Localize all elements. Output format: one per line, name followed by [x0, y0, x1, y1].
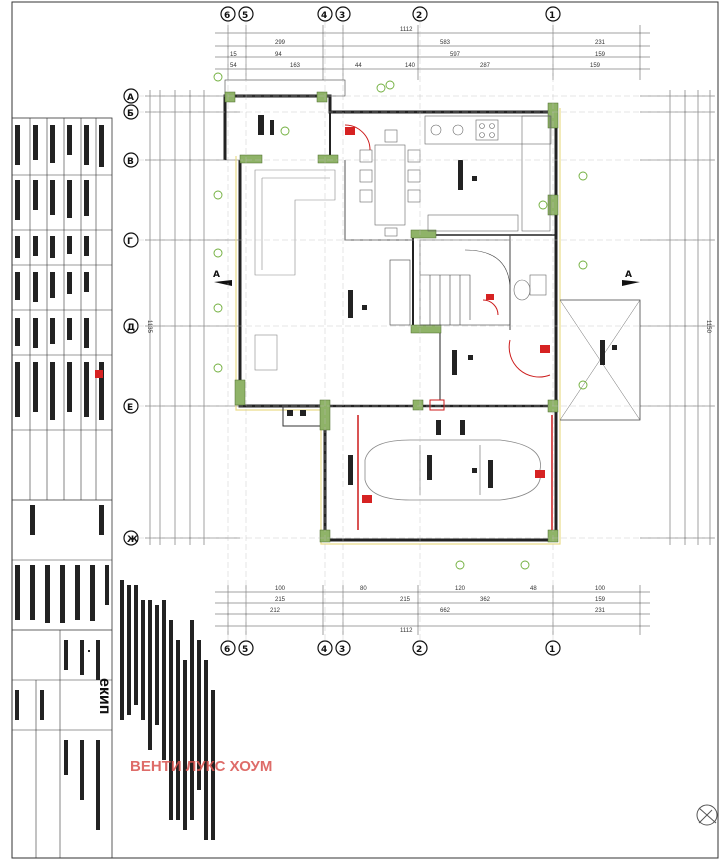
svg-text:159: 159: [595, 52, 606, 58]
dining-table: [359, 129, 421, 237]
svg-text:2: 2: [416, 645, 422, 655]
svg-text:100: 100: [275, 586, 286, 592]
svg-text:215: 215: [400, 597, 411, 603]
bottom-dimensions: [215, 585, 650, 635]
left-axis-markers: [123, 88, 139, 546]
company-logo: екип: [96, 678, 113, 714]
svg-text:94: 94: [275, 52, 282, 58]
svg-text:597: 597: [450, 52, 461, 58]
section-marker-left: А: [213, 270, 232, 286]
room-labels: [258, 115, 617, 488]
svg-text:159: 159: [590, 63, 601, 69]
svg-text:212: 212: [270, 608, 281, 614]
top-total-dim: 1112: [400, 27, 413, 33]
window-tags: [213, 72, 588, 570]
left-axis-labels: А Б В Г Д Е Ж: [127, 93, 138, 545]
svg-text:362: 362: [480, 597, 491, 603]
svg-text:583: 583: [440, 40, 451, 46]
sheet-border: [11, 1, 719, 859]
right-total-dim: 1150: [705, 320, 711, 334]
svg-text:4: 4: [321, 11, 327, 21]
red-markers: [95, 127, 550, 503]
svg-text:А: А: [213, 270, 220, 280]
bottom-total-dim: 1112: [400, 628, 413, 634]
sofa: [254, 169, 336, 371]
svg-text:163: 163: [290, 63, 301, 69]
watermark-text: ВЕНТИ ЛУКС ХОУМ: [130, 758, 272, 775]
svg-text:80: 80: [360, 586, 367, 592]
svg-text:44: 44: [355, 63, 362, 69]
svg-text:6: 6: [224, 645, 230, 655]
svg-text:Ж: Ж: [127, 535, 138, 545]
svg-text:3: 3: [339, 645, 345, 655]
section-marker-right: А: [622, 270, 640, 286]
bottom-axis-markers: [220, 640, 561, 656]
svg-text:48: 48: [530, 586, 537, 592]
bottom-dim-labels: 100 80 120 48 100 215 215 362 159 212 662 231: [270, 586, 606, 614]
bathroom-fixtures: [513, 274, 547, 301]
svg-text:4: 4: [321, 645, 327, 655]
svg-text:54: 54: [230, 63, 237, 69]
svg-text:Е: Е: [127, 403, 133, 413]
notes-block: [120, 580, 215, 840]
svg-text:Д: Д: [127, 323, 135, 333]
svg-text:Б: Б: [127, 109, 134, 119]
svg-text:5: 5: [242, 645, 248, 655]
svg-text:231: 231: [595, 40, 606, 46]
north-arrow-icon: [696, 804, 718, 826]
svg-text:А: А: [127, 93, 134, 103]
svg-text:662: 662: [440, 608, 451, 614]
svg-text:Г: Г: [127, 237, 133, 247]
svg-text:231: 231: [595, 608, 606, 614]
top-axis-markers: [220, 6, 561, 22]
car-outline: [364, 439, 541, 501]
insulation-blocks: [224, 91, 559, 543]
svg-text:287: 287: [480, 63, 491, 69]
left-total-dim: 1135: [146, 320, 152, 334]
svg-text:159: 159: [595, 597, 606, 603]
svg-text:А: А: [625, 270, 632, 280]
svg-text:100: 100: [595, 586, 606, 592]
right-dimensions: [640, 90, 715, 545]
top-axis-labels: 6 5 4 3 2 1: [224, 11, 555, 21]
title-block: екип: [11, 117, 113, 859]
svg-text:15: 15: [230, 52, 237, 58]
building-walls: [223, 79, 641, 545]
door-swings: [344, 124, 553, 530]
svg-text:215: 215: [275, 597, 286, 603]
svg-text:3: 3: [339, 11, 345, 21]
svg-text:140: 140: [405, 63, 416, 69]
grid-axis-lines: [138, 22, 715, 640]
bottom-axis-labels: 6 5 4 3 2 1: [224, 645, 555, 655]
kitchen-counter: [424, 115, 552, 232]
svg-text:6: 6: [224, 11, 230, 21]
top-dim-labels: 299 583 231 15 94 597 159 54 163 44 140 287 159: [230, 40, 606, 69]
staircase: [389, 239, 511, 326]
svg-text:120: 120: [455, 586, 466, 592]
svg-text:299: 299: [275, 40, 286, 46]
svg-text:5: 5: [242, 11, 248, 21]
svg-text:1: 1: [549, 645, 555, 655]
svg-text:В: В: [127, 157, 134, 167]
svg-text:1: 1: [549, 11, 555, 21]
svg-text:2: 2: [416, 11, 422, 21]
